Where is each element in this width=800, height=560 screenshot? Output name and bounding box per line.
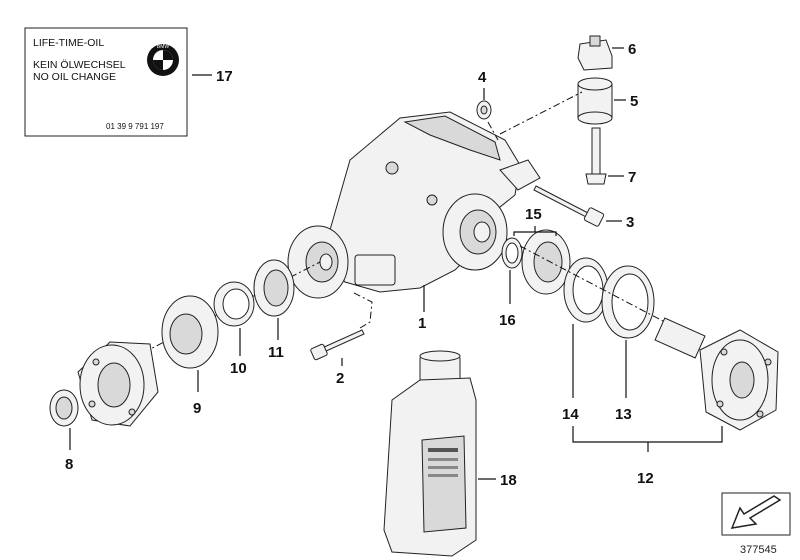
bolt-3 bbox=[533, 185, 605, 227]
callout-14[interactable]: 14 bbox=[562, 406, 579, 423]
shim-14 bbox=[563, 257, 609, 323]
callout-11[interactable]: 11 bbox=[268, 344, 284, 361]
cover-13 bbox=[601, 265, 655, 339]
callout-13[interactable]: 13 bbox=[615, 406, 632, 423]
dash-right-axis bbox=[519, 245, 681, 331]
dash-4 bbox=[487, 121, 499, 141]
bmw-roundel-icon: BMW bbox=[147, 44, 179, 76]
sticker-title: LIFE-TIME-OIL bbox=[33, 37, 104, 49]
flange-left bbox=[77, 341, 159, 427]
callout-6[interactable]: 6 bbox=[628, 41, 636, 58]
callout-5[interactable]: 5 bbox=[630, 93, 638, 110]
diagram-ref: 377545 bbox=[740, 544, 777, 556]
circlip-8 bbox=[49, 389, 79, 427]
circlip-16 bbox=[501, 237, 523, 269]
callout-18[interactable]: 18 bbox=[500, 472, 517, 489]
rubber-stop-4 bbox=[476, 100, 492, 120]
callout-10[interactable]: 10 bbox=[230, 360, 247, 377]
callout-17[interactable]: 17 bbox=[216, 68, 233, 85]
callout-8[interactable]: 8 bbox=[65, 456, 73, 473]
clip-6 bbox=[577, 35, 613, 71]
seal-15 bbox=[521, 229, 571, 295]
shim-10 bbox=[213, 281, 255, 327]
bolt-7 bbox=[585, 127, 607, 185]
callout-1[interactable]: 1 bbox=[418, 315, 426, 332]
output-flange-12 bbox=[654, 317, 779, 431]
dash-2 bbox=[351, 291, 373, 329]
bracket-12 bbox=[572, 426, 723, 443]
sticker-line2: NO OIL CHANGE bbox=[33, 71, 116, 83]
bush-5 bbox=[577, 77, 613, 125]
cover-9 bbox=[161, 295, 219, 369]
callout-4[interactable]: 4 bbox=[478, 69, 487, 86]
arrow-down-left-icon[interactable] bbox=[721, 492, 791, 536]
callout-12[interactable]: 12 bbox=[637, 470, 654, 487]
callout-2[interactable]: 2 bbox=[336, 370, 344, 387]
dash-5 bbox=[499, 91, 583, 135]
callout-7[interactable]: 7 bbox=[628, 169, 636, 186]
logo-text: BMW bbox=[157, 44, 170, 50]
oil-bottle-18 bbox=[383, 350, 477, 557]
seal-11 bbox=[253, 259, 295, 317]
sticker-part-number: 01 39 9 791 197 bbox=[106, 122, 164, 131]
bolt-2 bbox=[310, 329, 365, 361]
differential-housing bbox=[287, 111, 541, 299]
callout-9[interactable]: 9 bbox=[193, 400, 201, 417]
callout-15[interactable]: 15 bbox=[525, 206, 542, 223]
sticker-line1: KEIN ÖLWECHSEL bbox=[33, 59, 126, 71]
callout-3[interactable]: 3 bbox=[626, 214, 634, 231]
oil-sticker: LIFE-TIME-OIL KEIN ÖLWECHSEL NO OIL CHAN… bbox=[24, 27, 188, 137]
callout-16[interactable]: 16 bbox=[499, 312, 516, 329]
